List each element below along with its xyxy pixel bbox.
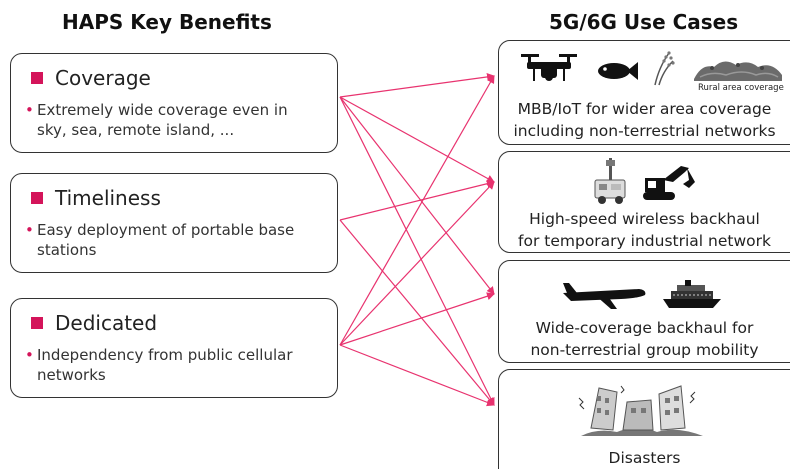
benefit-title: Timeliness — [55, 186, 161, 210]
excavator-icon — [639, 162, 699, 206]
use-case-line1: High-speed wireless backhaul — [529, 210, 760, 228]
bullet-dot-icon: • — [25, 101, 34, 119]
arrow-dedicated-to-mbb — [339, 75, 495, 346]
rice-plant-icon — [649, 47, 677, 91]
cruise-ship-icon — [661, 279, 723, 313]
benefit-box-dedicated: Dedicated • Independency from public cel… — [10, 298, 338, 398]
rural-area-caption: Rural area coverage — [698, 83, 784, 93]
benefit-box-timeliness: Timeliness • Easy deployment of portable… — [10, 173, 338, 273]
arrow-coverage-to-mobility — [339, 96, 495, 295]
benefit-title: Coverage — [55, 66, 151, 90]
use-case-box-backhaul-industrial: High-speed wireless backhaul for tempora… — [498, 151, 790, 253]
benefit-title: Dedicated — [55, 311, 158, 335]
benefit-box-coverage: Coverage • Extremely wide coverage even … — [10, 53, 338, 153]
benefit-description: Extremely wide coverage even in sky, sea… — [37, 101, 288, 139]
mobile-base-station-truck-icon — [591, 158, 631, 210]
arrow-coverage-to-disasters — [339, 96, 495, 406]
fish-icon — [597, 59, 639, 87]
bullet-dot-icon: • — [25, 221, 34, 239]
arrow-coverage-to-mbb — [339, 72, 495, 98]
use-case-line2: for temporary industrial network — [518, 232, 771, 250]
use-case-line1: MBB/IoT for wider area coverage — [517, 100, 772, 118]
arrow-dedicated-to-industrial — [339, 181, 495, 346]
drone-icon — [519, 50, 579, 90]
rural-field-icon — [692, 53, 784, 87]
arrow-dedicated-to-disasters — [339, 344, 495, 407]
square-bullet-icon — [31, 192, 43, 204]
square-bullet-icon — [31, 317, 43, 329]
airplane-icon — [561, 281, 647, 315]
use-cases-heading: 5G/6G Use Cases — [549, 10, 739, 34]
bullet-dot-icon: • — [25, 346, 34, 364]
benefit-description: Easy deployment of portable base station… — [37, 221, 295, 259]
use-case-line1: Wide-coverage backhaul for — [535, 319, 754, 337]
use-case-box-group-mobility: Wide-coverage backhaul for non-terrestri… — [498, 260, 790, 363]
arrow-coverage-to-industrial — [339, 96, 495, 183]
collapsed-buildings-icon — [577, 378, 707, 442]
square-bullet-icon — [31, 72, 43, 84]
use-case-box-mbb-iot: Rural area coverage MBB/IoT for wider ar… — [498, 40, 790, 145]
use-case-line1: Disasters — [608, 449, 681, 467]
benefit-description: Independency from public cellular networ… — [37, 346, 293, 384]
arrow-timeliness-to-disasters — [339, 219, 495, 406]
arrow-dedicated-to-mobility — [339, 292, 495, 346]
use-case-line2: non-terrestrial group mobility — [530, 341, 759, 359]
benefits-heading: HAPS Key Benefits — [62, 10, 272, 34]
use-case-line2: including non-terrestrial networks — [513, 122, 776, 140]
arrow-timeliness-to-industrial — [339, 179, 495, 221]
use-case-box-disasters: Disasters — [498, 369, 790, 469]
